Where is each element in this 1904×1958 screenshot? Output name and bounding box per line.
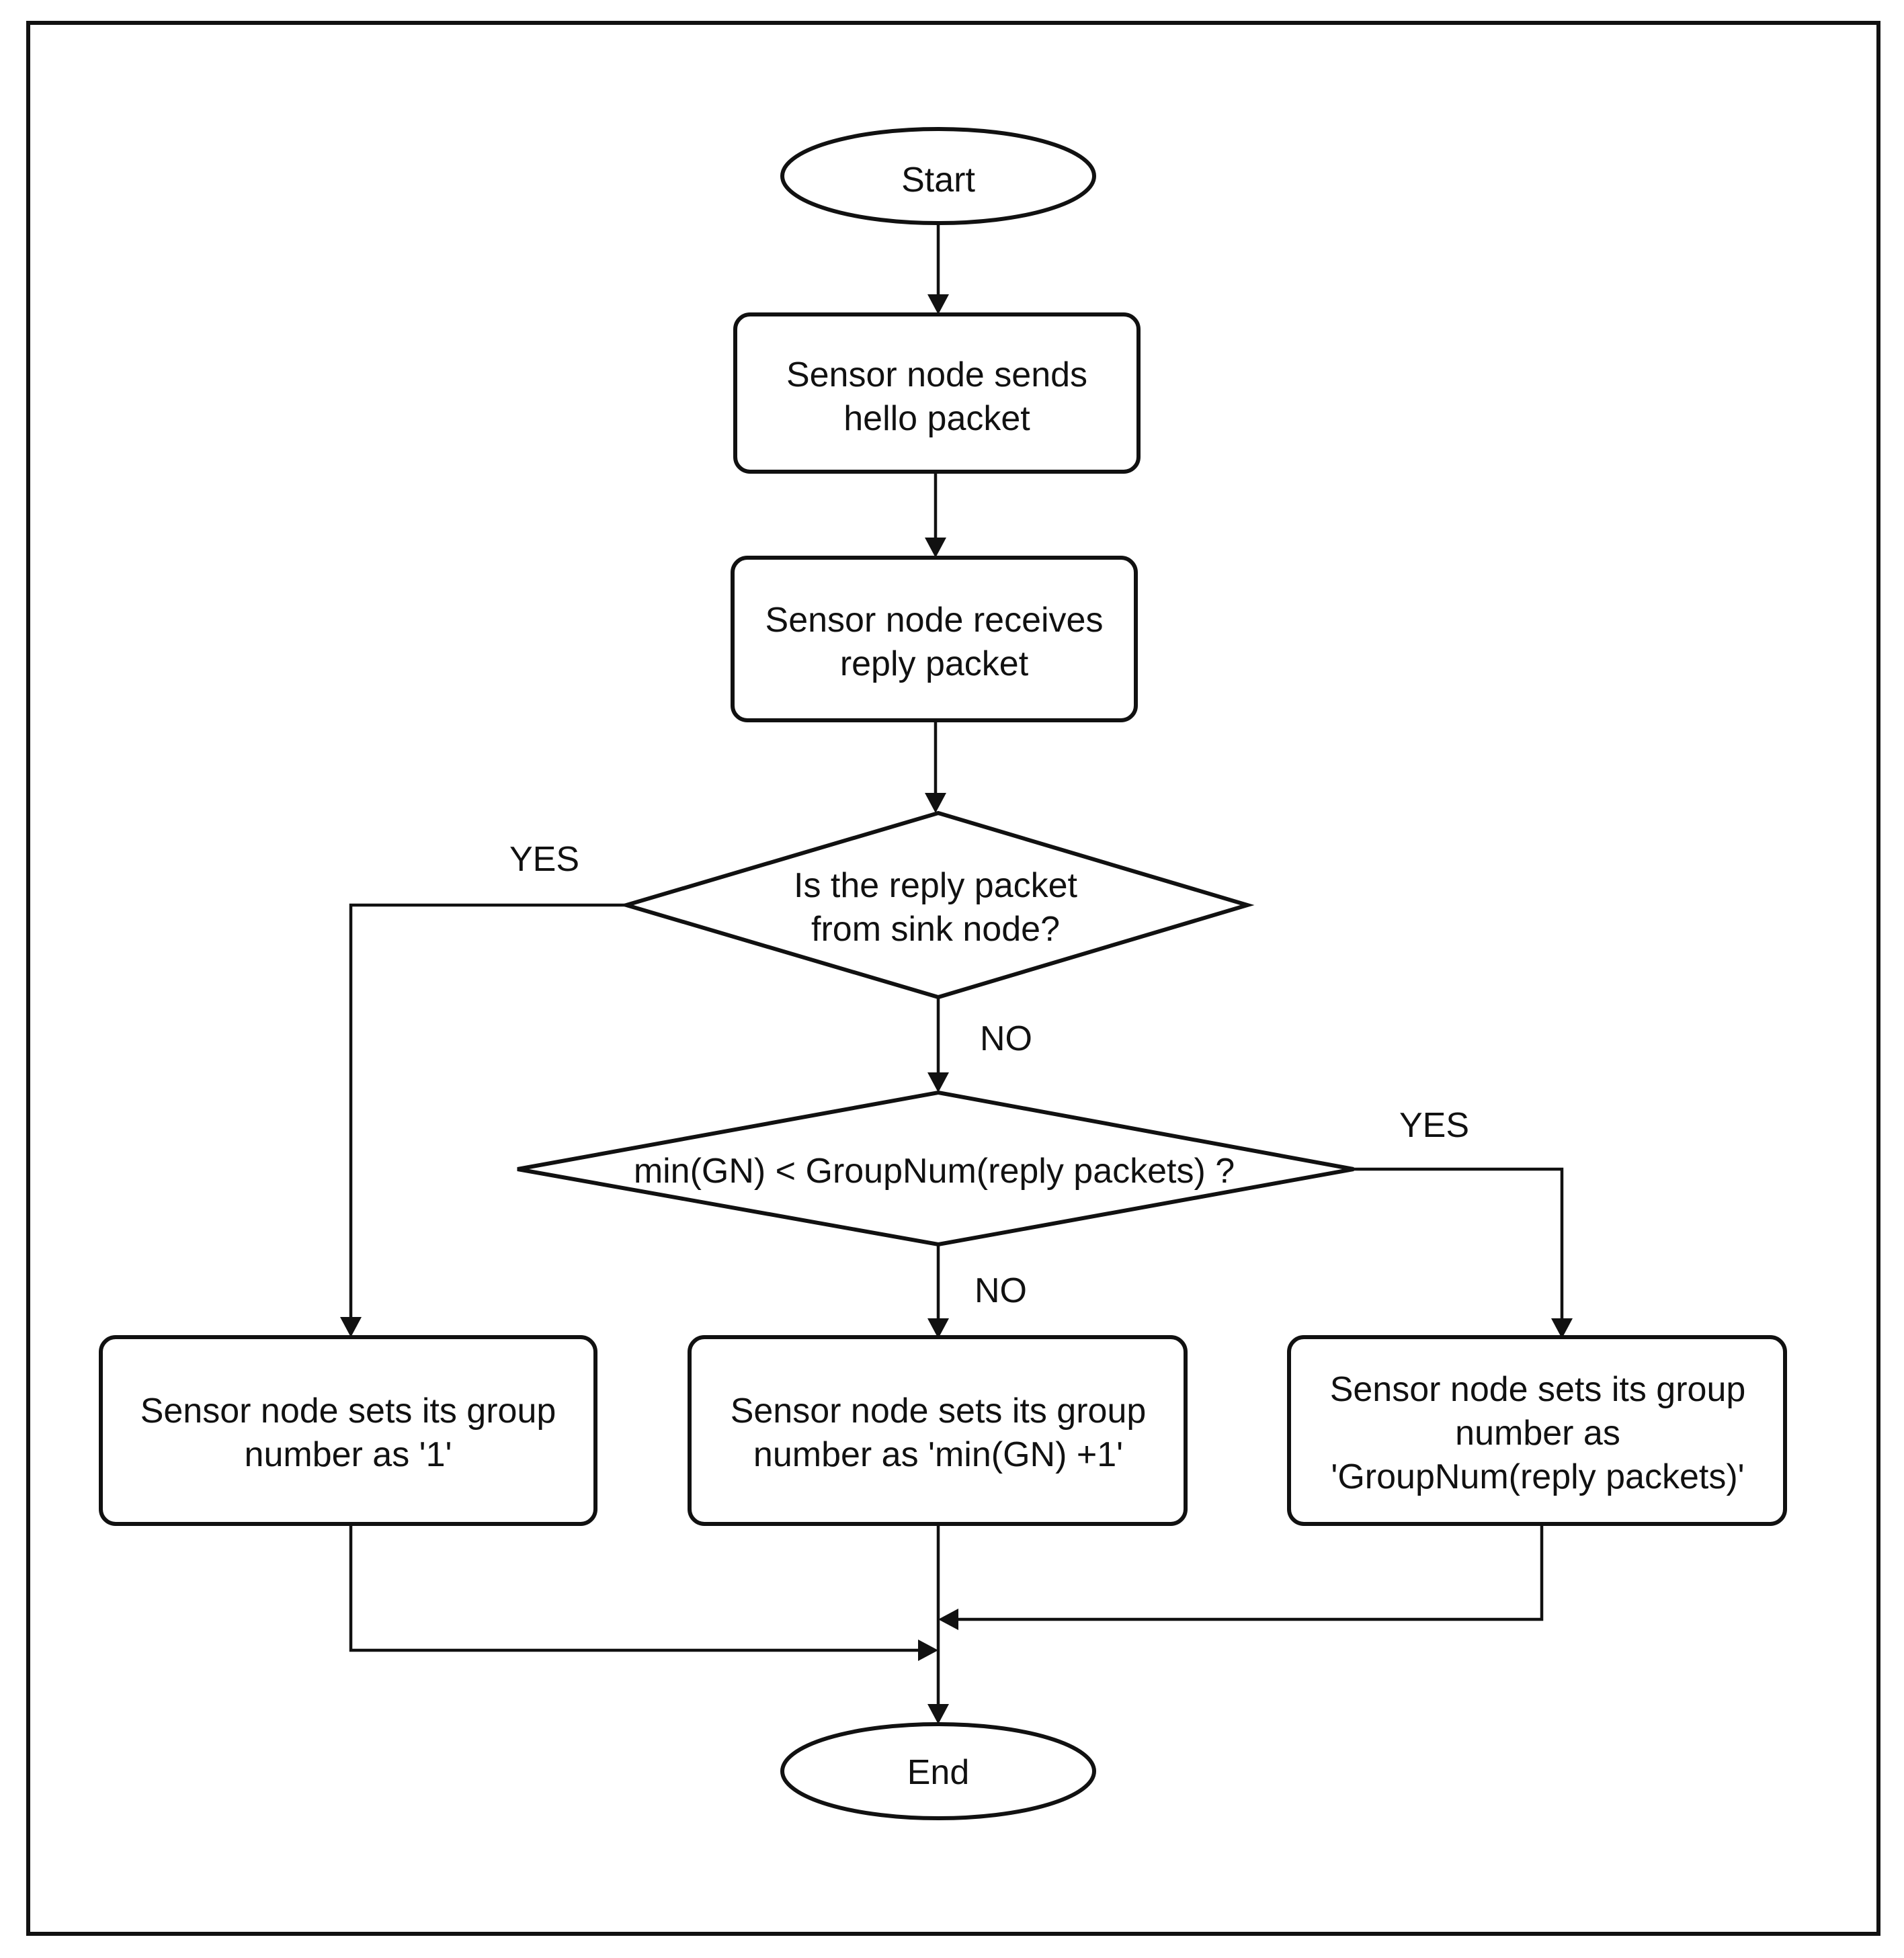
- arrowhead: [340, 1317, 362, 1337]
- decision-sink-line-2: from sink node?: [811, 910, 1060, 949]
- edge-setgroupnum-to-merge: [958, 1524, 1544, 1621]
- set-one-line-1: Sensor node sets its group: [140, 1392, 556, 1431]
- arrowhead: [927, 1318, 949, 1338]
- start-label: Start: [901, 161, 975, 200]
- arrowhead: [925, 538, 946, 558]
- receive-reply-node: Sensor node receives reply packet: [731, 556, 1138, 722]
- decision-sink-line-1: Is the reply packet: [794, 866, 1078, 905]
- edge-min-yes: [1354, 1167, 1564, 1318]
- figure-frame: [26, 21, 1880, 1936]
- set-min-plus-one-node: Sensor node sets its group number as 'mi…: [688, 1335, 1188, 1526]
- edge-label-min-no: NO: [975, 1271, 1027, 1310]
- arrowhead: [1551, 1318, 1573, 1338]
- set-one-node: Sensor node sets its group number as '1': [99, 1335, 597, 1526]
- start-node: Start: [780, 127, 1096, 225]
- set-groupnum-node: Sensor node sets its group number as 'Gr…: [1287, 1335, 1787, 1526]
- arrowhead: [927, 1072, 949, 1093]
- decision-sink-node: Is the reply packet from sink node?: [619, 810, 1255, 1000]
- edge-label-sink-yes: YES: [509, 840, 579, 879]
- edge-setone-to-merge: [349, 1524, 918, 1652]
- end-node: End: [780, 1722, 1096, 1820]
- edge-label-min-yes: YES: [1399, 1106, 1469, 1145]
- decision-min-label: min(GN) < GroupNum(reply packets) ?: [634, 1152, 1235, 1191]
- edge-sink-yes: [349, 903, 626, 1317]
- send-hello-line-1: Sensor node sends: [786, 355, 1087, 394]
- set-groupnum-line-1: Sensor node sets its group: [1330, 1370, 1746, 1409]
- receive-reply-line-1: Sensor node receives: [765, 601, 1104, 640]
- receive-reply-line-2: reply packet: [840, 644, 1029, 683]
- set-one-line-2: number as '1': [245, 1435, 452, 1474]
- arrowhead: [925, 793, 946, 813]
- end-label: End: [907, 1753, 970, 1792]
- arrowhead: [927, 1704, 949, 1724]
- set-groupnum-line-2: number as: [1455, 1414, 1620, 1453]
- arrowhead: [938, 1609, 958, 1630]
- set-groupnum-line-3: 'GroupNum(reply packets)': [1331, 1457, 1744, 1496]
- set-min-plus-one-line-1: Sensor node sets its group: [731, 1392, 1147, 1431]
- set-min-plus-one-line-2: number as 'min(GN) +1': [753, 1435, 1123, 1474]
- arrowhead: [918, 1640, 938, 1661]
- decision-min-node: min(GN) < GroupNum(reply packets) ?: [517, 1090, 1354, 1247]
- arrowhead: [927, 294, 949, 314]
- send-hello-line-2: hello packet: [843, 399, 1030, 438]
- edge-label-sink-no: NO: [980, 1019, 1032, 1058]
- connectors: [340, 223, 1573, 1724]
- send-hello-node: Sensor node sends hello packet: [733, 312, 1141, 474]
